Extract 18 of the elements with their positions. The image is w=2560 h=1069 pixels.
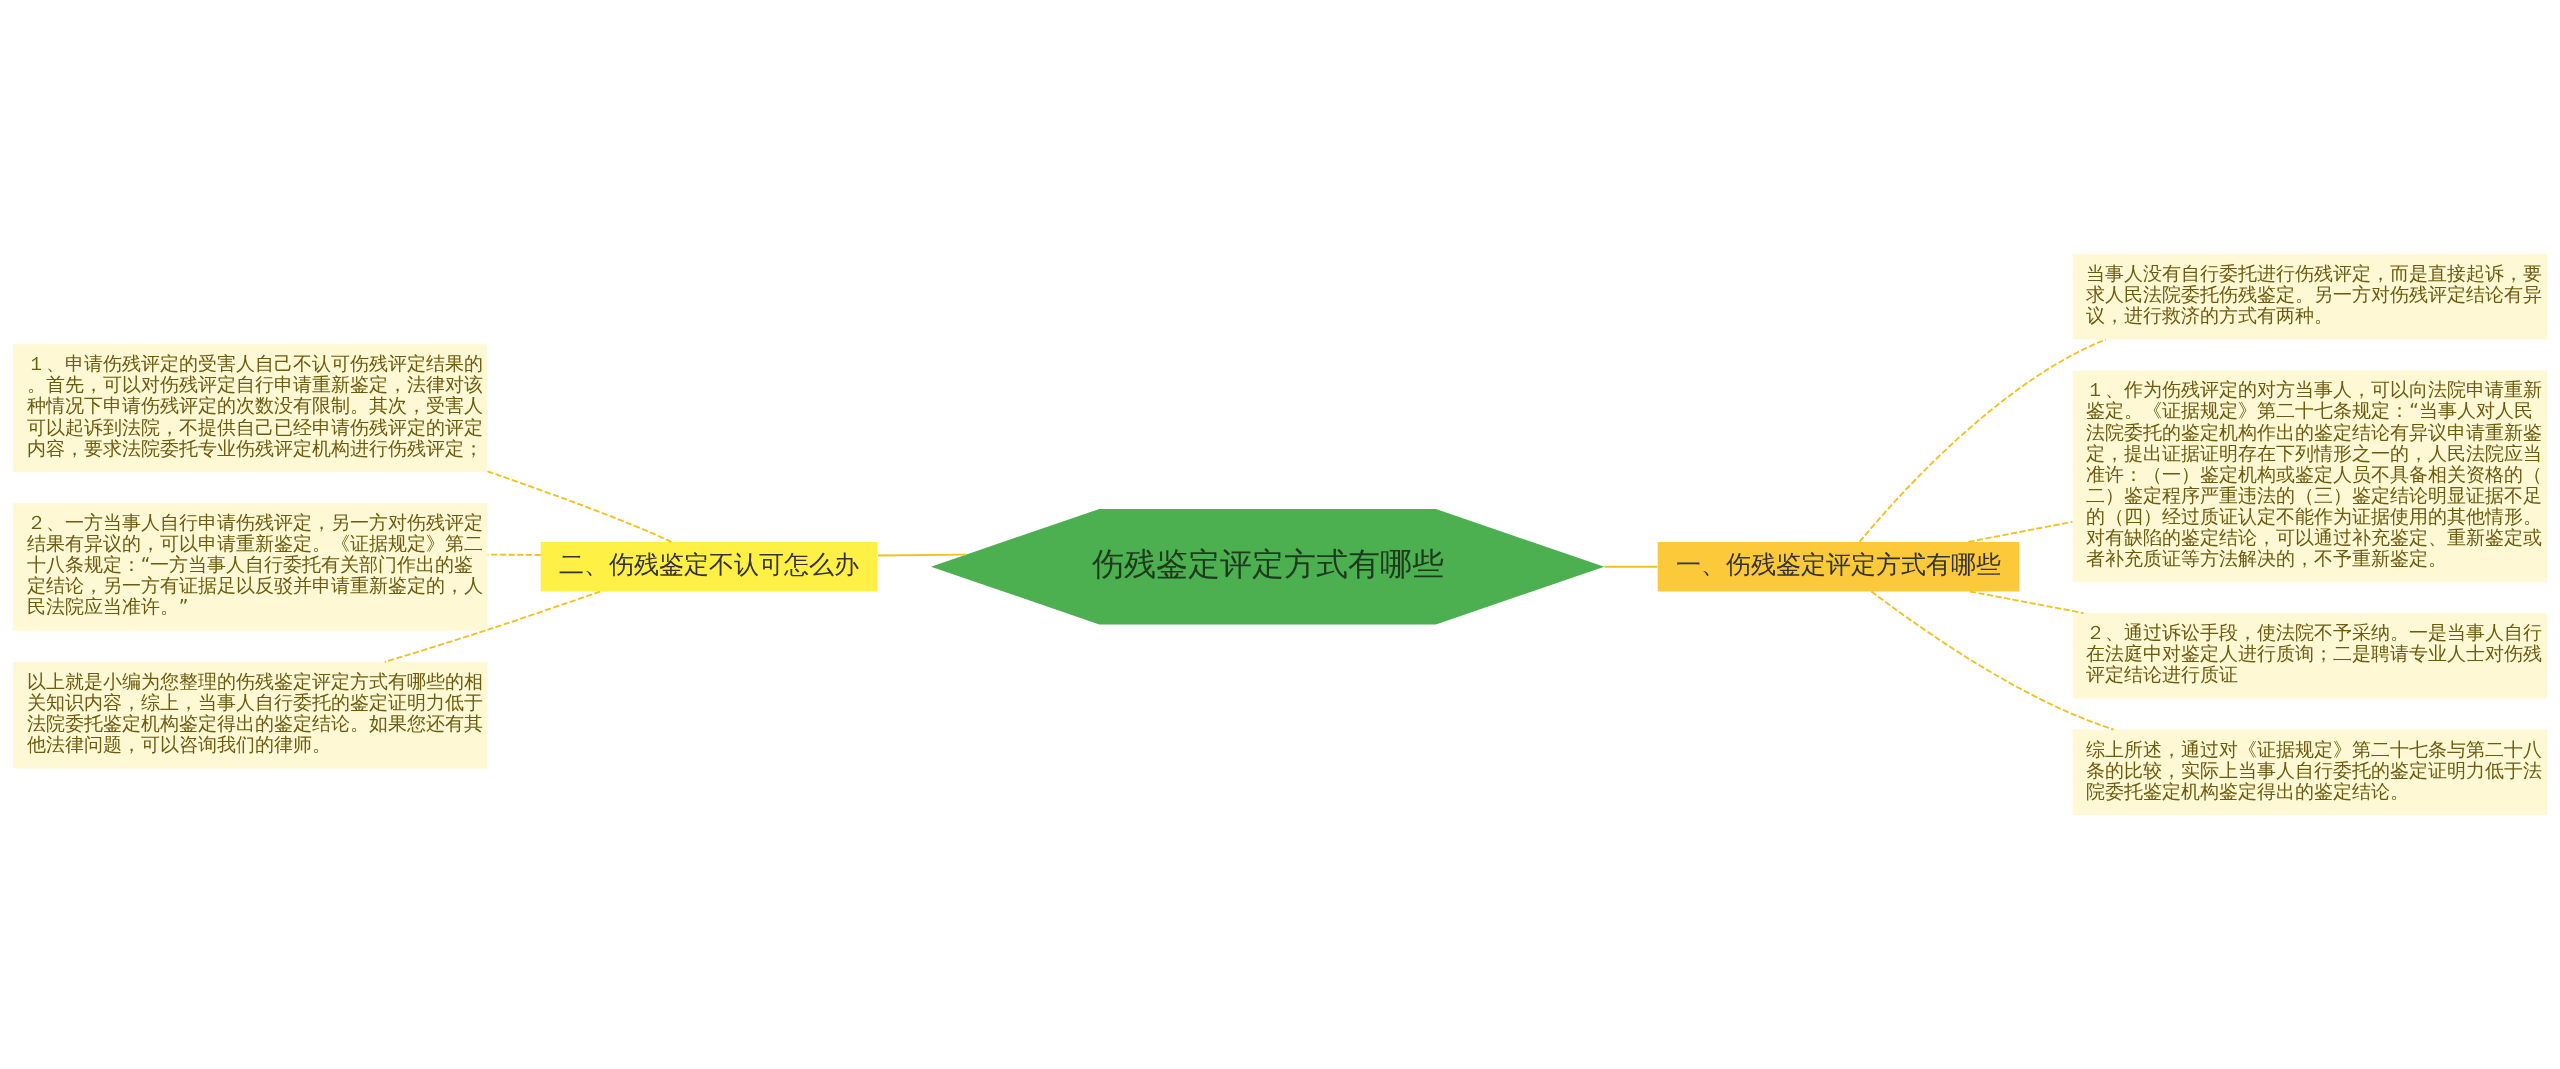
node-box: ２、通过诉讼手段，使法院不予采纳。一是当事人自行在法庭中对鉴定人进行质询；二是聘请专业人士对伤残评定结论进行质证 [2072, 613, 2547, 699]
node-box: １、申请伤残评定的受害人自己不认可伤残评定结果的。首先，可以对伤残评定自行申请重新鉴定，法律对该种情况下申请伤残评定的次数没有限制。其次，受害人可以起诉到法院，不提供自己已经申请伤残评定的评定内容，要求法院委托专业伤残评定机构进行伤残评定； [13, 344, 488, 472]
connector [486, 553, 542, 556]
connector [1969, 590, 2085, 615]
node-box: 以上就是小编为您整理的伤残鉴定评定方式有哪些的相关知识内容，综上，当事人自行委托的鉴定证明力低于法院委托鉴定机构鉴定得出的鉴定结论。如果您还有其他法律问题，可以咨询我们的律师。 [13, 662, 488, 769]
connector [1870, 590, 2115, 731]
node-box: ２、一方当事人自行申请伤残评定，另一方对伤残评定结果有异议的，可以申请重新鉴定。《证据规定》第二十八条规定：“一方当事人自行委托有关部门作出的鉴定结论，另一方有证据足以反驳并申请重新鉴定的，人民法院应当准许。” [13, 502, 488, 631]
connector [1858, 338, 2107, 543]
connector [877, 553, 967, 557]
connector [383, 590, 602, 663]
connector [485, 470, 673, 543]
node-box: 一、伤残鉴定评定方式有哪些 [1657, 541, 2020, 592]
connector [1603, 565, 1659, 568]
node-box: １、作为伤残评定的对方当事人，可以向法院申请重新鉴定。《证据规定》第二十七条规定：“当事人对人民法院委托的鉴定机构作出的鉴定结论有异议申请重新鉴定，提出证据证明存在下列情形之一的，人民法院应当准许：（一）鉴定机构或鉴定人员不具备相关资格的（二）鉴定程序严重违法的（三）鉴定结论明显证据不足的（四）经过质证认定不能作为证据使用的其他情形。对有缺陷的鉴定结论，可以通过补充鉴定、重新鉴定或者补充质证等方法解决的，不予重新鉴定。 [2072, 370, 2547, 583]
node-box: 二、伤残鉴定不认可怎么办 [540, 541, 878, 592]
node-box: 综上所述，通过对《证据规定》第二十七条与第二十八条的比较，实际上当事人自行委托的鉴定证明力低于法院委托鉴定机构鉴定得出的鉴定结论。 [2072, 729, 2547, 816]
node-box: 当事人没有自行委托进行伤残评定，而是直接起诉，要求人民法院委托伤残鉴定。另一方对伤残评定结论有异议，进行救济的方式有两种。 [2072, 253, 2547, 340]
connector [1967, 520, 2074, 543]
